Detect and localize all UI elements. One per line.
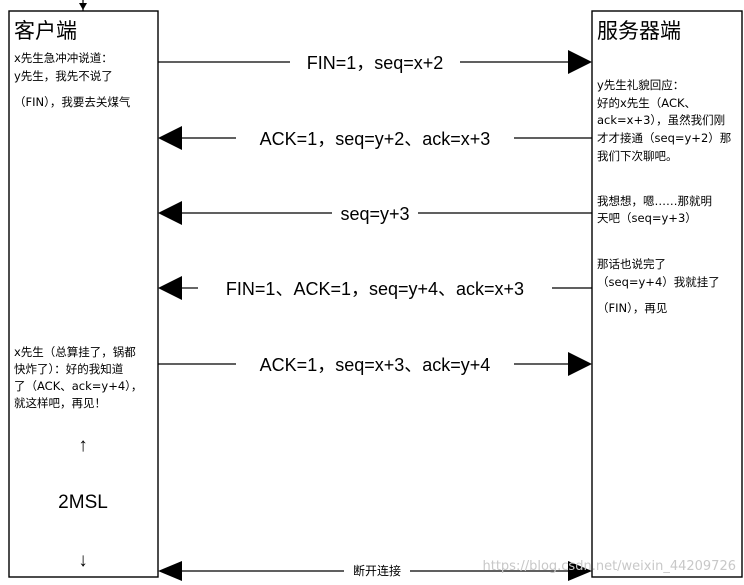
message-seq-data-label: seq=y+3 [340,204,409,224]
server-note-3-line-3: （FIN），再见 [597,301,667,315]
client-note-2: x先生（总算挂了，锅都 快炸了）：好的我知道 了（ACK、ack=y+4）， 就… [14,345,142,410]
client-note-1: x先生急冲冲说道： y先生，我先不说了 （FIN），我要去关煤气 [14,51,131,109]
server-note-1-line-4: 才才接通（seq=y+2）那 [597,131,731,145]
message-ack-1: ACK=1，seq=y+2、ack=x+3 [158,126,592,150]
wait-2msl-label: 2MSL [58,492,108,513]
server-box [591,10,743,578]
server-note-3: 那话也说完了 （seq=y+4）我就挂了 （FIN），再见 [597,257,720,315]
message-ack-2-label: ACK=1，seq=x+3、ack=y+4 [260,355,491,375]
arrowhead-left-icon [158,201,182,225]
server-note-1-line-1: y先生礼貌回应： [597,78,684,92]
client-box [8,10,159,578]
message-ack-2: ACK=1，seq=x+3、ack=y+4 [158,352,592,376]
server-note-2-line-1: 我想想，嗯……那就明 [597,194,712,208]
server-note-3-line-2: （seq=y+4）我就挂了 [597,275,720,289]
arrowhead-left-icon [158,276,182,300]
client-note-2-line-4: 就这样吧，再见！ [14,396,106,410]
message-fin-2-label: FIN=1、ACK=1，seq=y+4、ack=x+3 [226,279,524,299]
disconnect-arrow: 断开连接 [158,561,592,581]
server-note-1: y先生礼貌回应： 好的x先生（ACK、 ack=x+3），虽然我们刚 才才接通（… [597,78,731,163]
watermark-text: https://blog.csdn.net/weixin_44209726 [482,559,736,574]
arrowhead-right-icon [568,352,592,376]
message-fin-1-label: FIN=1，seq=x+2 [307,53,444,73]
server-note-2-line-2: 天吧（seq=y+3） [597,211,697,225]
client-title: 客户端 [14,19,77,43]
client-note-2-line-2: 快炸了）：好的我知道 [14,362,124,376]
server-note-1-line-3: ack=x+3），虽然我们刚 [597,113,725,127]
up-arrow-icon: ↑ [78,435,88,456]
client-note-1-line-2: y先生，我先不说了 [14,69,113,83]
down-arrow-icon: ↓ [78,550,88,571]
message-ack-1-label: ACK=1，seq=y+2、ack=x+3 [260,129,491,149]
client-note-2-line-3: 了（ACK、ack=y+4）， [14,379,142,393]
arrowhead-left-icon [158,561,182,581]
server-note-1-line-5: 我们下次聊吧。 [597,149,678,163]
client-note-2-line-1: x先生（总算挂了，锅都 [14,345,136,359]
message-fin-2: FIN=1、ACK=1，seq=y+4、ack=x+3 [158,276,592,300]
message-fin-1: FIN=1，seq=x+2 [158,50,592,74]
arrowhead-right-icon [568,561,592,581]
arrowhead-left-icon [158,126,182,150]
server-title: 服务器端 [597,19,681,43]
server-note-2: 我想想，嗯……那就明 天吧（seq=y+3） [597,194,712,225]
top-tick-arrowhead [79,3,87,10]
server-note-1-line-2: 好的x先生（ACK、 [597,96,696,110]
client-note-1-line-3: （FIN），我要去关煤气 [14,95,131,109]
server-note-3-line-1: 那话也说完了 [597,257,666,271]
disconnect-label: 断开连接 [353,563,401,578]
arrowhead-right-icon [568,50,592,74]
message-seq-data: seq=y+3 [158,201,592,225]
client-note-1-line-1: x先生急冲冲说道： [14,51,113,65]
